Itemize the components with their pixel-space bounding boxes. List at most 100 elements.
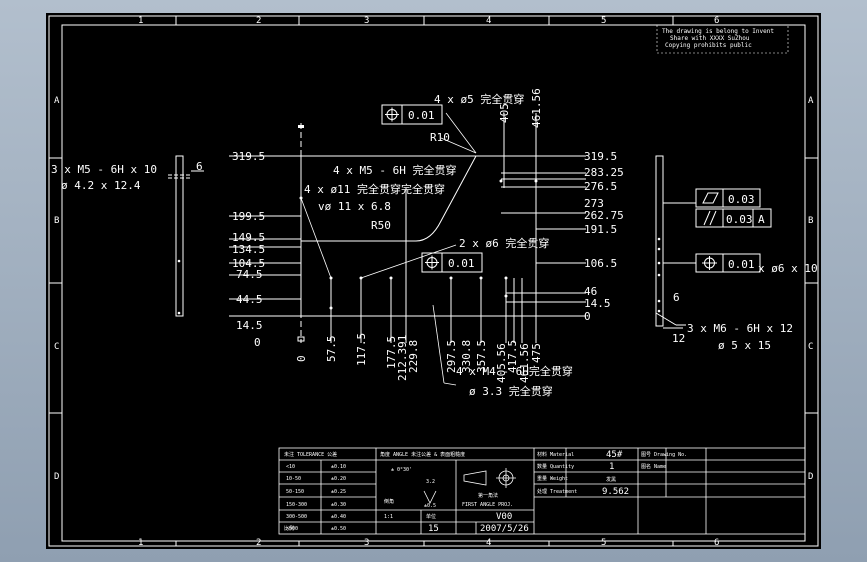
zone-left-c: C — [54, 342, 59, 352]
scale-label: 比例 — [284, 525, 294, 532]
tol-value-4: ±0.30 — [331, 502, 346, 508]
zone-top-5: 5 — [601, 16, 606, 26]
zone-right-c: C — [808, 342, 813, 352]
main-view: 0.01 0.01 4 x ø5 完全贯穿 4 x M5 - 6H 完全贯穿 4… — [229, 88, 624, 398]
roughness-symbol — [423, 490, 437, 504]
zone-top-3: 3 — [364, 16, 369, 26]
title-block-frame — [278, 447, 806, 535]
dim-yr-262-75: 262.75 — [584, 209, 624, 222]
dim-xb-117-5: 117.5 — [355, 333, 368, 366]
quantity-value: 1 — [609, 462, 614, 472]
chamfer-value: ±0.5 — [424, 503, 436, 509]
label-name: 图名 Name — [641, 463, 666, 470]
hole-markers — [299, 179, 538, 310]
dims-y-right: 319.5 283.25 276.5 273 262.75 191.5 106.… — [584, 150, 624, 323]
radius-r50: R50 — [371, 219, 391, 232]
label-weight: 重量 Weight — [537, 475, 568, 482]
angle-tol: ± 0°30' — [391, 467, 412, 473]
label-drawing-no: 图号 Drawing No. — [641, 452, 687, 458]
notice-line-1: The drawing is belong to Invent — [662, 28, 774, 35]
note-4x-d5: 4 x ø5 完全贯穿 — [434, 92, 524, 106]
zone-bottom-1: 1 — [138, 538, 143, 548]
left-dim-6: 6 — [196, 160, 203, 173]
dims-y-left: 319.5 199.5 149.5 134.5 104.5 74.5 44.5 … — [232, 150, 265, 349]
dim-xb-297-5: 297.5 — [445, 340, 458, 373]
note-4x-m4: 4 x M4 - 6H完全贯穿 — [456, 364, 573, 378]
copyright-notice: The drawing is belong to Invent Share wi… — [656, 24, 789, 54]
fcf-top: 0.01 — [381, 104, 443, 125]
tol-header: 未注 TOLERANCE 公差 — [284, 451, 337, 458]
tol-value-1: ±0.10 — [331, 464, 346, 470]
dim-xt-461-56: 461.56 — [530, 88, 543, 128]
border-frame — [48, 15, 819, 547]
label-treatment: 处理 Treatment — [537, 488, 577, 495]
dim-y-104-5: 104.5 — [232, 257, 265, 270]
fcf-top-value: 0.01 — [408, 109, 435, 122]
part-marker-bottom — [297, 336, 305, 342]
zone-top-4: 4 — [486, 16, 491, 26]
material-value: 45# — [606, 450, 623, 460]
position-value: 0.01 — [728, 258, 755, 271]
dim-xb-0: 0 — [295, 355, 308, 362]
dim-yr-46: 46 — [584, 285, 597, 298]
radius-r10: R10 — [430, 131, 450, 144]
dim-yr-273: 273 — [584, 197, 604, 210]
tol-range-1: <10 — [286, 464, 295, 470]
dim-yr-283-25: 283.25 — [584, 166, 624, 179]
chamfer-edge — [301, 155, 477, 242]
right-hole-note: x ø6 x 10 — [758, 262, 818, 275]
dim-xb-461-56: 461.56 — [518, 343, 531, 383]
tol-range-5: 300-500 — [286, 514, 307, 520]
dim-yr-319-5: 319.5 — [584, 150, 617, 163]
dim-xt-405: 405 — [498, 103, 511, 123]
note-4x-d11: 4 x ø11 完全贯穿完全贯穿 — [304, 182, 445, 196]
left-view-outline — [175, 155, 184, 317]
right-dim-12: 12 — [672, 332, 685, 345]
zone-top-6: 6 — [714, 16, 719, 26]
flatness-symbol-cell — [695, 188, 724, 208]
unit-value: 15 — [428, 524, 439, 534]
zone-ticks — [49, 16, 818, 546]
note-counterbore: vø 11 x 6.8 — [318, 200, 391, 213]
tol-range-2: 10-50 — [286, 476, 301, 482]
dim-y-199-5: 199.5 — [232, 210, 265, 223]
tol-value-6: ±0.50 — [331, 526, 346, 532]
label-material: 材料 Material — [537, 451, 574, 458]
dim-y-44-5: 44.5 — [236, 293, 263, 306]
zone-bottom-2: 2 — [256, 538, 261, 548]
dim-y-319-5: 319.5 — [232, 150, 265, 163]
weight-value: 9.562 — [602, 487, 629, 497]
zone-labels: 1 2 3 4 5 6 1 2 3 4 5 6 A B C D A B C D — [54, 16, 814, 548]
dim-xb-475: 475 — [530, 343, 543, 363]
dim-yr-14-5: 14.5 — [584, 297, 611, 310]
zone-bottom-6: 6 — [714, 538, 719, 548]
note-4x-m5: 4 x M5 - 6H 完全贯穿 — [333, 163, 456, 177]
dims-x-bottom: 0 57.5 117.5 177.5 212.391 229.8 297.5 3… — [295, 333, 543, 383]
dim-xb-212-391: 212.391 — [396, 335, 409, 381]
zone-left-d: D — [54, 472, 59, 482]
outer-frame — [48, 15, 819, 547]
right-drill-note: ø 5 x 15 — [718, 339, 771, 352]
dim-xb-357-5: 357.5 — [475, 340, 488, 373]
right-side-view: 0.03 0.03 A 0.01 x ø6 x 10 6 12 3 x M6 -… — [655, 155, 818, 352]
fcf-mid: 0.01 — [421, 252, 483, 273]
dim-y-134-5: 134.5 — [232, 243, 265, 256]
left-side-view: 3 x M5 - 6H x 10 ø 4.2 x 12.4 6 — [51, 155, 204, 317]
dim-yr-276-5: 276.5 — [584, 180, 617, 193]
dim-xb-229-8: 229.8 — [407, 340, 420, 373]
title-block: 未注 TOLERANCE 公差 <10 ±0.10 10-50 ±0.20 50… — [278, 447, 806, 535]
projection-en: FIRST ANGLE PROJ. — [462, 502, 513, 508]
dim-xb-177-5: 177.5 — [385, 336, 398, 369]
notice-line-2: Share with XXXX SuZhou — [670, 35, 750, 42]
parallel-value: 0.03 — [726, 213, 753, 226]
chamfer-label: 倒角 — [384, 498, 394, 505]
roughness-value: 3.2 — [426, 479, 435, 485]
angle-header: 角度 ANGLE 未注公差 & 表面粗糙度 — [380, 451, 465, 458]
dim-yr-191-5: 191.5 — [584, 223, 617, 236]
right-thread-note: 3 x M6 - 6H x 12 — [687, 322, 793, 335]
tol-value-5: ±0.40 — [331, 514, 346, 520]
zone-top-2: 2 — [256, 16, 261, 26]
version: V00 — [496, 512, 512, 522]
fcf-mid-value: 0.01 — [448, 257, 475, 270]
dim-xb-330-8: 330.8 — [460, 340, 473, 373]
